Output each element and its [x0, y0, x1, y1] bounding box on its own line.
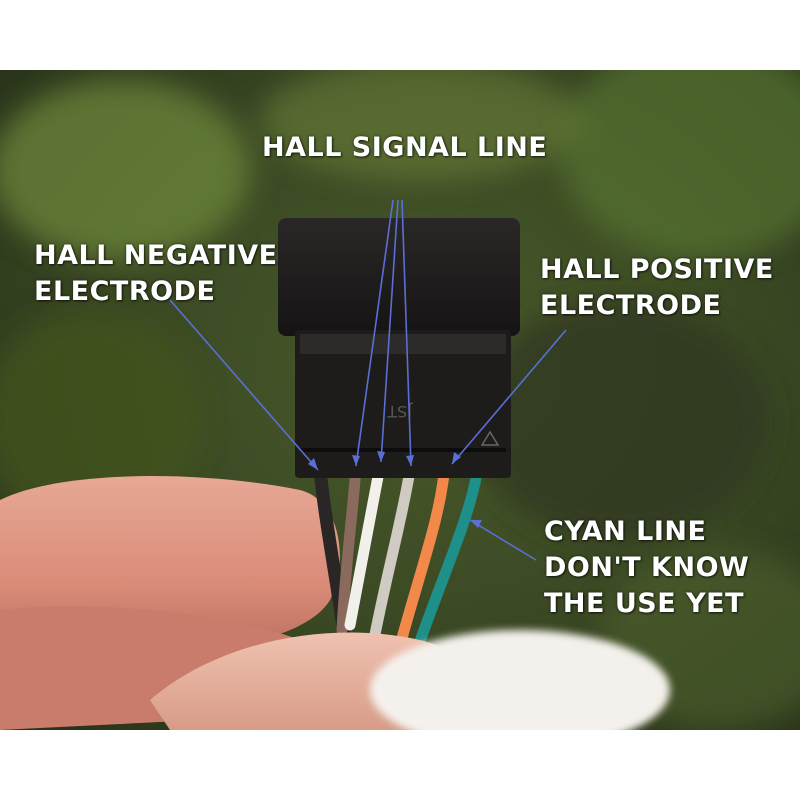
pointer-signal-3 — [401, 199, 412, 467]
white-blur — [370, 630, 670, 750]
pointer-signal-1 — [355, 199, 394, 467]
wire-white — [344, 460, 386, 631]
pointer-heads — [308, 451, 482, 528]
hall-negative-line2: ELECTRODE — [34, 276, 216, 307]
wire-gray — [366, 464, 416, 656]
hall-positive-line1: HALL POSITIVE — [540, 254, 774, 285]
pointer-signal-2 — [380, 199, 399, 463]
hall-negative-label: HALL NEGATIVE ELECTRODE — [34, 238, 278, 310]
pointer-lines — [169, 199, 567, 561]
cyan-line-label: CYAN LINE DON'T KNOW THE USE YET — [544, 514, 749, 622]
wires — [313, 459, 484, 676]
hall-positive-line2: ELECTRODE — [540, 290, 722, 321]
cyan-line2: DON'T KNOW — [544, 552, 750, 583]
hall-signal-label: HALL SIGNAL LINE — [262, 130, 547, 166]
hall-signal-text: HALL SIGNAL LINE — [262, 132, 548, 163]
pointer-negative — [169, 299, 319, 471]
top-border — [0, 0, 800, 70]
wire-brown — [336, 462, 362, 636]
cyan-line3: THE USE YET — [544, 588, 744, 619]
connector-marking: JST — [387, 402, 413, 421]
hall-positive-label: HALL POSITIVE ELECTRODE — [540, 252, 774, 324]
jst-connector: JST — [278, 218, 520, 478]
wire-orange — [390, 459, 451, 666]
wire-cyan — [404, 461, 484, 676]
hall-negative-line1: HALL NEGATIVE — [34, 240, 278, 271]
bottom-border — [0, 730, 800, 800]
pointer-cyan — [469, 519, 537, 561]
cyan-line1: CYAN LINE — [544, 516, 707, 547]
pointer-positive — [451, 329, 567, 465]
